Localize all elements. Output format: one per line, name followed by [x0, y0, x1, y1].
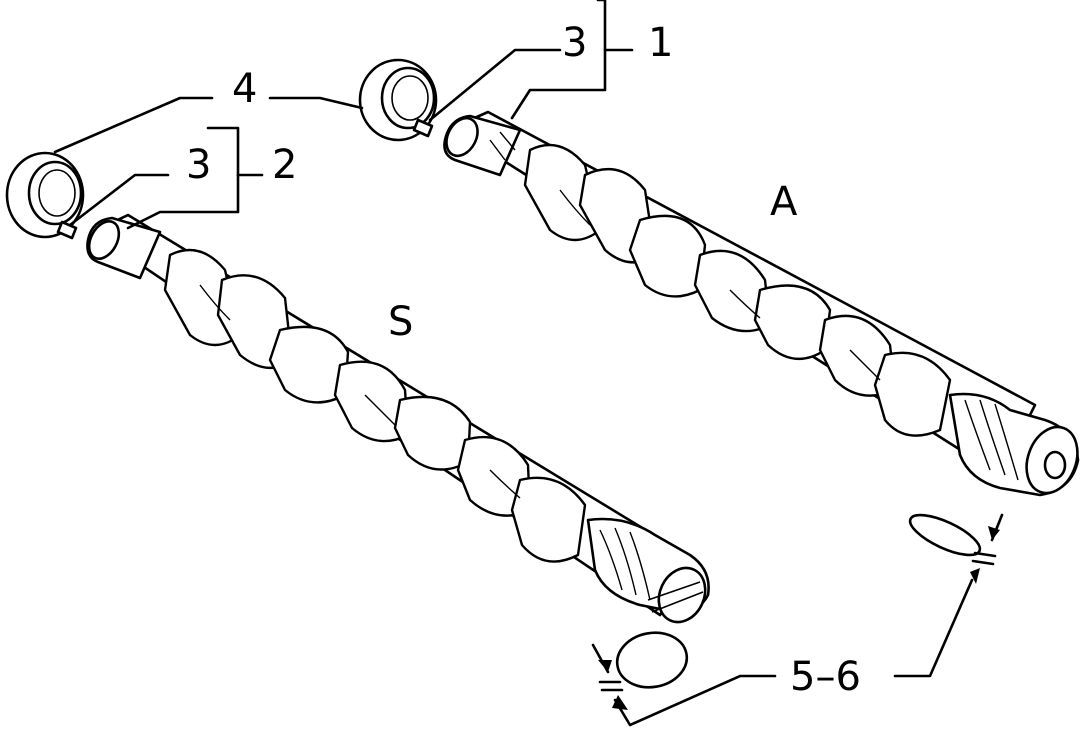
label-shaft-a: A [770, 179, 798, 225]
label-part-3-lower: 3 [186, 142, 211, 188]
oil-seal-lower [5, 151, 85, 240]
camshaft-s [86, 213, 710, 624]
oil-seal-upper [358, 58, 438, 142]
label-part-1: 1 [648, 20, 673, 66]
label-part-2: 2 [272, 142, 297, 188]
label-part-4: 4 [232, 66, 257, 112]
label-shaft-s: S [388, 299, 413, 345]
camshaft-a [443, 110, 1080, 497]
shim-right [908, 513, 982, 557]
label-part-3-upper: 3 [562, 20, 587, 66]
shim-left [615, 631, 689, 689]
leader-lines [53, 0, 1004, 727]
label-part-5-6: 5–6 [790, 654, 861, 700]
